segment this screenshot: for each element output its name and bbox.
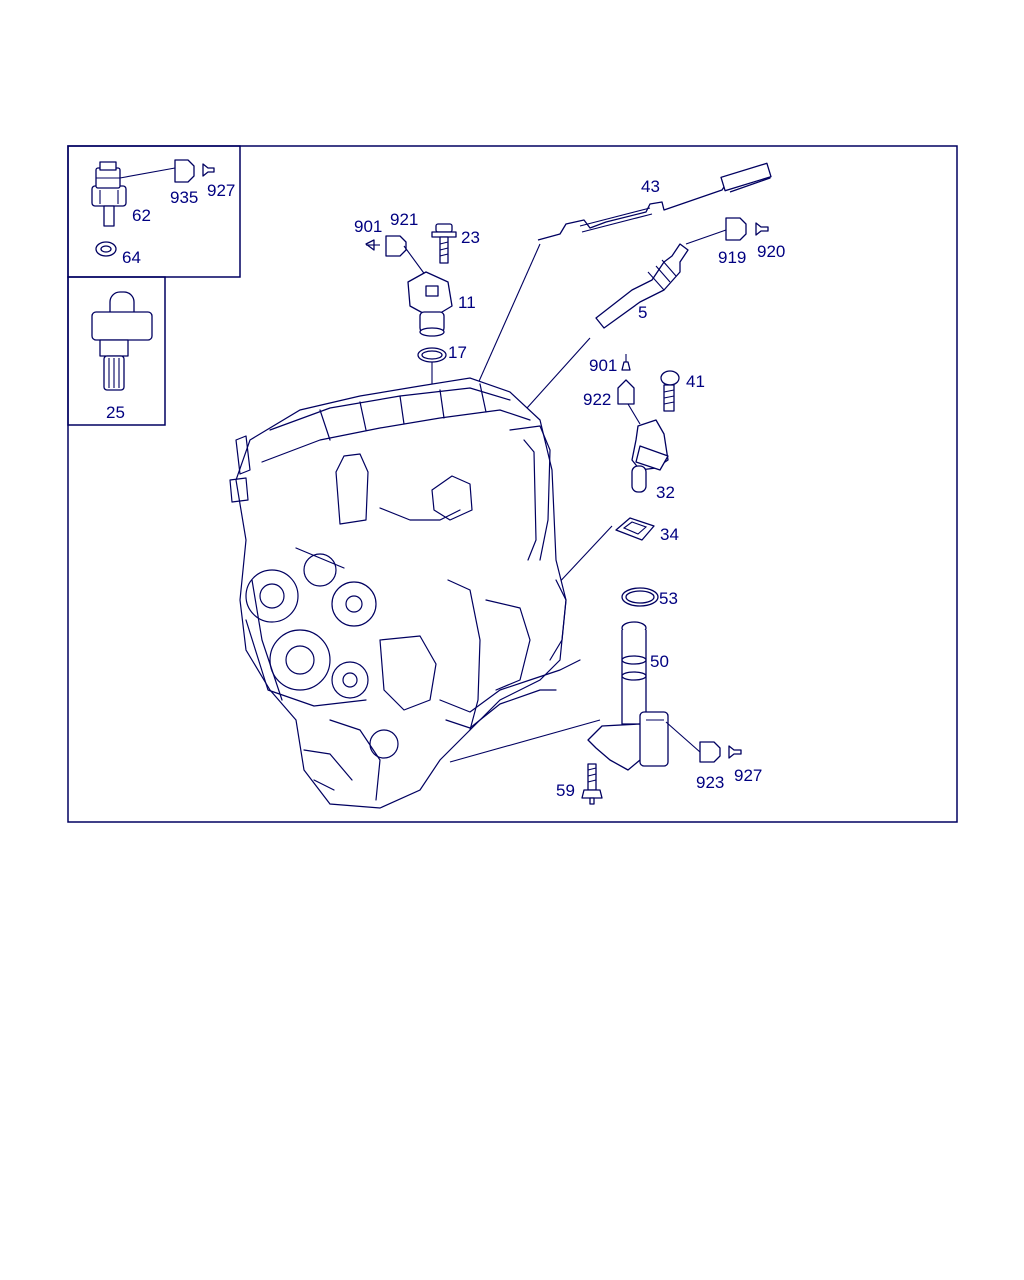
part-901a-pin[interactable] (365, 239, 380, 251)
label-901-mid[interactable]: 901 (589, 356, 617, 375)
part-17-o-ring[interactable] (417, 347, 447, 363)
leader-50 (449, 719, 601, 763)
part-11-camshaft-sensor[interactable] (407, 271, 453, 337)
part-23-bolt[interactable] (431, 223, 457, 264)
label-25[interactable]: 25 (106, 403, 125, 422)
main-frame (67, 145, 958, 823)
label-919[interactable]: 919 (718, 248, 746, 267)
leader-34 (553, 525, 613, 589)
label-5[interactable]: 5 (638, 303, 647, 322)
label-923[interactable]: 923 (696, 773, 724, 792)
label-17[interactable]: 17 (448, 343, 467, 362)
label-43[interactable]: 43 (641, 177, 660, 196)
inset-frame-top (67, 145, 241, 278)
label-41[interactable]: 41 (686, 372, 705, 391)
label-927-top[interactable]: 927 (207, 181, 235, 200)
leader-5 (517, 337, 591, 419)
label-53[interactable]: 53 (659, 589, 678, 608)
part-920-contact[interactable] (755, 222, 769, 236)
label-59[interactable]: 59 (556, 781, 575, 800)
part-922-connector[interactable] (617, 379, 635, 405)
inset-frame-bottom (67, 276, 166, 426)
leader-919 (685, 229, 727, 245)
part-64-seal-ring[interactable] (95, 241, 117, 257)
label-34[interactable]: 34 (660, 525, 679, 544)
callout-labels: 62 935 927 64 25 901 921 23 11 17 43 919… (106, 177, 785, 800)
label-62[interactable]: 62 (132, 206, 151, 225)
label-921[interactable]: 921 (390, 210, 418, 229)
part-25-temperature-sensor[interactable] (91, 291, 153, 391)
label-922[interactable]: 922 (583, 390, 611, 409)
label-927-bottom[interactable]: 927 (734, 766, 762, 785)
label-11[interactable]: 11 (458, 293, 476, 312)
part-59-bolt[interactable] (581, 763, 603, 805)
leader-62 (119, 167, 176, 179)
leader-922 (627, 403, 641, 425)
part-41-bolt[interactable] (660, 370, 680, 412)
part-5-glow-plug[interactable] (595, 243, 689, 329)
part-923-connector[interactable] (699, 741, 721, 763)
part-927a-contact[interactable] (202, 163, 215, 177)
label-32[interactable]: 32 (656, 483, 675, 502)
part-34-seal[interactable] (615, 517, 655, 541)
label-64[interactable]: 64 (122, 248, 141, 267)
part-53-o-ring[interactable] (621, 587, 659, 607)
leader-43 (475, 243, 541, 389)
part-935-connector[interactable] (174, 159, 195, 183)
part-901b-pin[interactable] (621, 354, 631, 371)
leader-921 (403, 245, 427, 277)
part-921-connector[interactable] (385, 235, 407, 257)
leader-923 (665, 721, 701, 753)
part-43-exhaust-temp-sensor[interactable] (537, 162, 772, 241)
part-32-crankshaft-sensor[interactable] (631, 419, 669, 493)
label-935[interactable]: 935 (170, 188, 198, 207)
label-920[interactable]: 920 (757, 242, 785, 261)
part-50-oil-level-sensor-tube[interactable] (587, 621, 669, 771)
engine-block-illustration (229, 377, 581, 809)
part-927b-contact[interactable] (728, 745, 742, 759)
part-919-connector[interactable] (725, 217, 747, 241)
label-23[interactable]: 23 (461, 228, 480, 247)
part-62-oil-pressure-switch[interactable] (91, 161, 127, 227)
label-901-top[interactable]: 901 (354, 217, 382, 236)
label-50[interactable]: 50 (650, 652, 669, 671)
